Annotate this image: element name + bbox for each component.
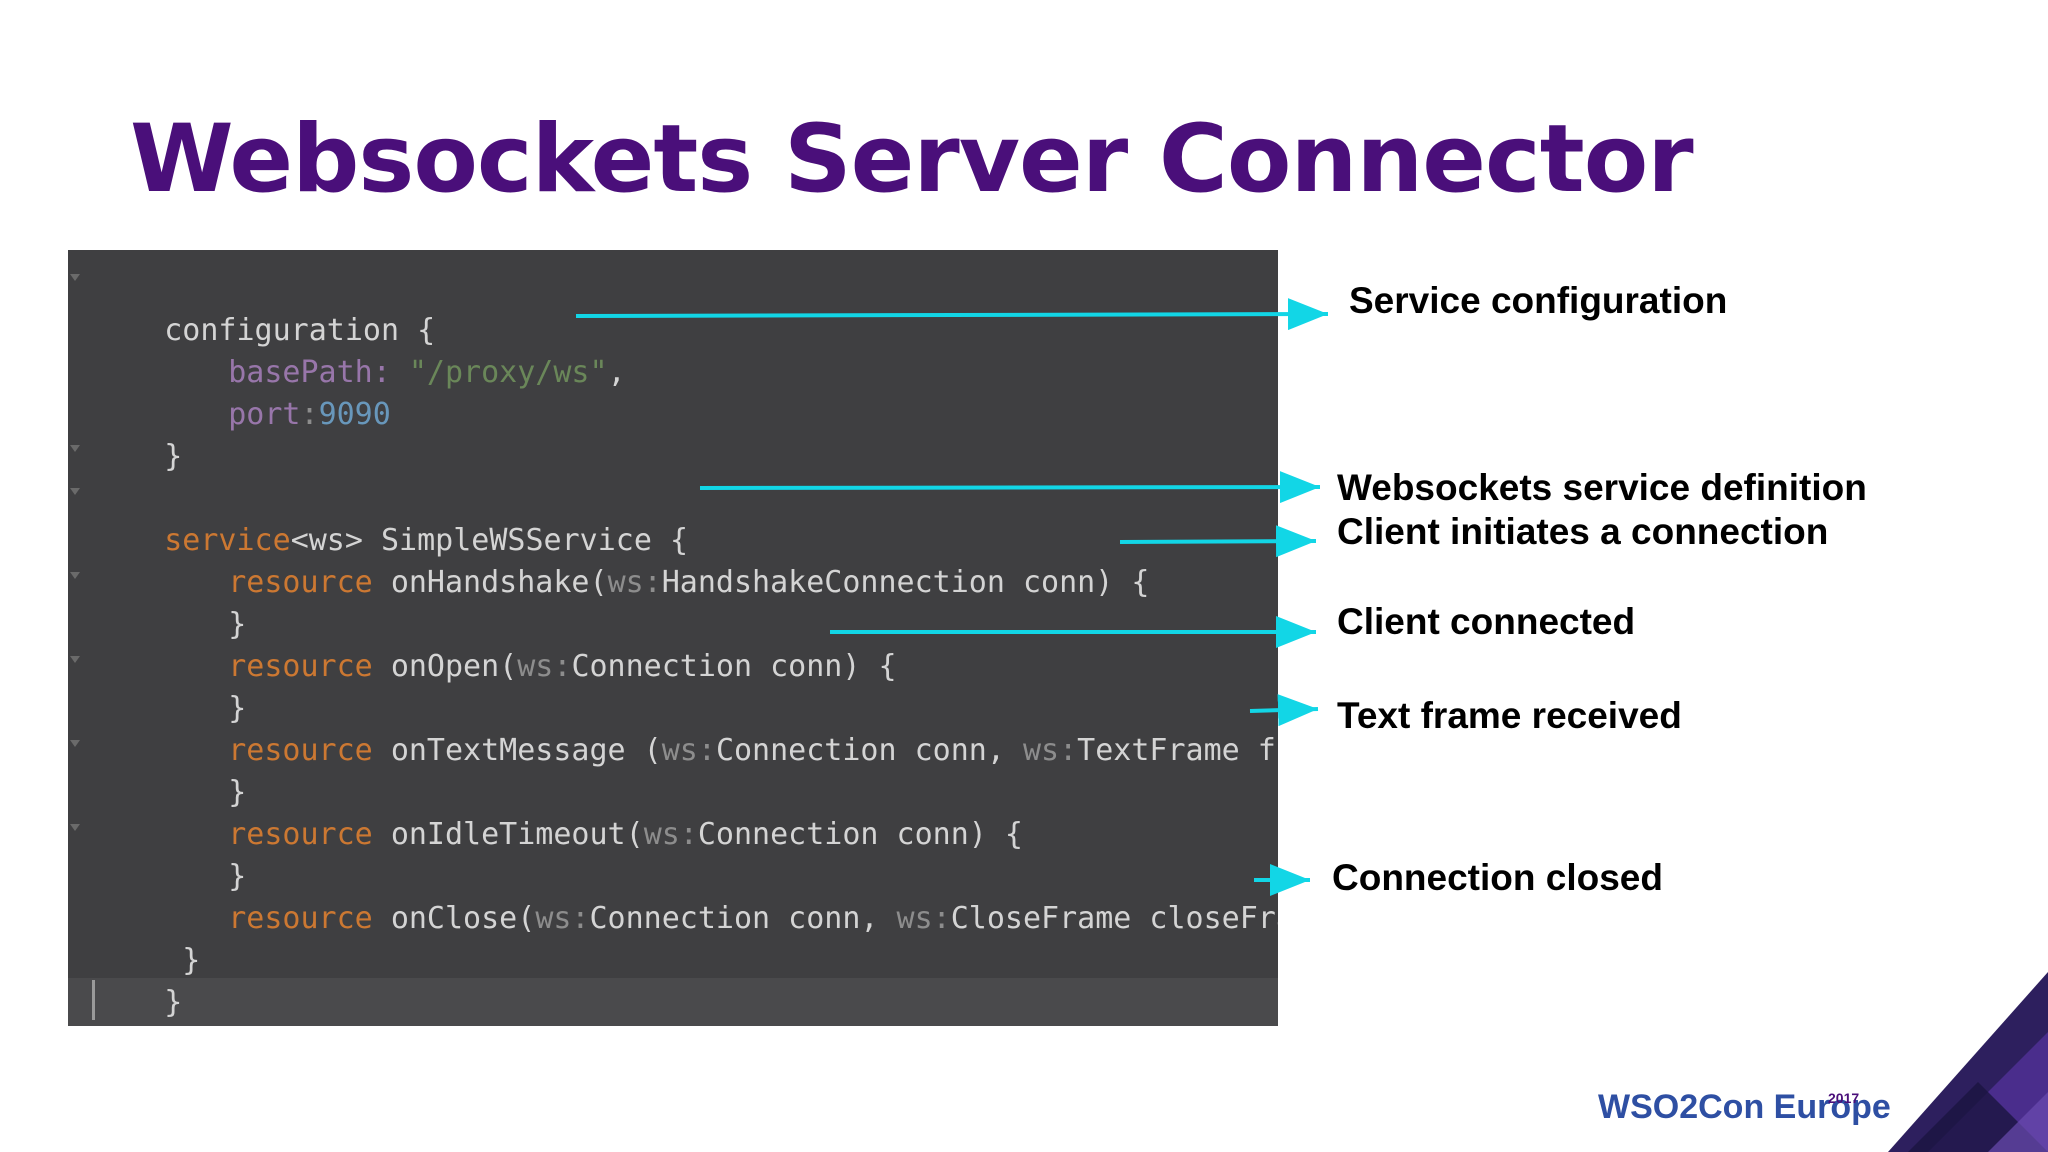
wso2con-logo-year: 2017 — [1828, 1090, 1860, 1106]
code-line: resource onClose(ws:Connection conn, ws:… — [228, 901, 1278, 936]
code-line: } — [164, 985, 183, 1020]
callout-connection-closed: Connection closed — [1332, 857, 1663, 898]
code-line: configuration { — [164, 313, 436, 348]
fold-marker-icon — [70, 274, 80, 281]
corner-decoration — [1888, 972, 2048, 1152]
code-line: } — [228, 607, 247, 642]
fold-marker-icon — [70, 656, 80, 663]
code-line: } — [228, 859, 247, 894]
code-line: } — [228, 691, 247, 726]
code-line: resource onOpen(ws:Connection conn) { — [228, 649, 897, 684]
fold-marker-icon — [70, 488, 80, 495]
text-caret — [92, 980, 95, 1020]
code-line: } — [228, 775, 247, 810]
fold-marker-icon — [70, 740, 80, 747]
code-line: resource onIdleTimeout(ws:Connection con… — [228, 817, 1023, 852]
code-line: basePath: "/proxy/ws", — [228, 355, 626, 390]
code-line: resource onHandshake(ws:HandshakeConnect… — [228, 565, 1150, 600]
callout-client-initiates: Client initiates a connection — [1337, 511, 1829, 552]
code-editor-screenshot: configuration { basePath: "/proxy/ws", p… — [68, 250, 1278, 1026]
fold-marker-icon — [70, 572, 80, 579]
code-line: port:9090 — [228, 397, 391, 432]
fold-marker-icon — [70, 445, 80, 452]
callout-service-configuration: Service configuration — [1349, 280, 1728, 321]
wso2con-logo: WSO2Con Europe — [1598, 1088, 1891, 1126]
fold-marker-icon — [70, 824, 80, 831]
code-line: resource onTextMessage (ws:Connection co… — [228, 733, 1278, 768]
arrow-client-initiates — [1119, 525, 1317, 558]
code-line: } — [164, 943, 201, 978]
editor-empty-line-highlight — [68, 978, 1278, 1026]
callout-ws-service-definition: Websockets service definition — [1337, 467, 1867, 508]
arrow-text-frame-received — [1249, 694, 1319, 727]
arrow-ws-service-definition — [699, 471, 1321, 504]
code-line: } — [164, 439, 183, 474]
callout-text-frame-received: Text frame received — [1337, 695, 1682, 736]
slide-title: Websockets Server Connector — [130, 105, 1694, 214]
code-line: service<ws> SimpleWSService { — [164, 523, 689, 558]
callout-client-connected: Client connected — [1337, 601, 1636, 642]
arrow-service-configuration — [575, 298, 1329, 331]
